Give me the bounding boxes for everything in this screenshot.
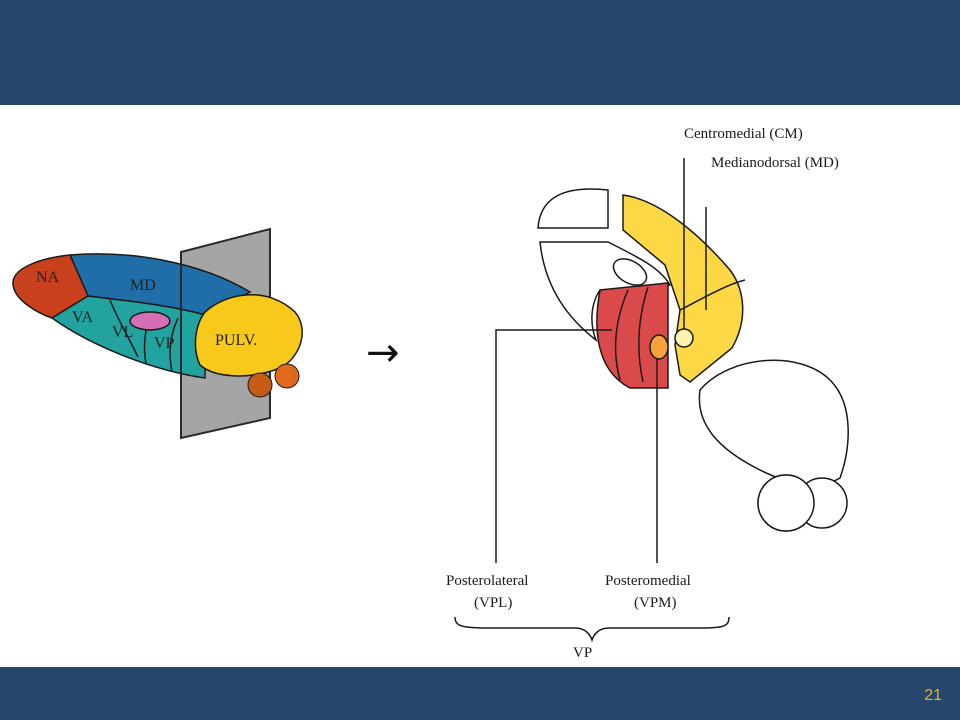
division-va-vl bbox=[109, 299, 139, 358]
division-vp-pulv bbox=[169, 317, 179, 373]
label-vl: VL bbox=[112, 324, 133, 341]
label-posterolateral: Posterolateral bbox=[446, 573, 528, 589]
label-posteromedial: Posteromedial bbox=[605, 573, 691, 589]
label-vpm: (VPM) bbox=[634, 595, 677, 611]
midbrain-outline bbox=[698, 359, 849, 486]
anterior-nucleus-outline bbox=[537, 188, 609, 229]
label-vp: VP bbox=[154, 335, 175, 352]
geniculate-body-lateral bbox=[247, 372, 273, 398]
label-vpl: (VPL) bbox=[474, 595, 512, 611]
footer-bar: 21 bbox=[0, 667, 960, 720]
cm-nucleus bbox=[674, 328, 694, 348]
pink-nucleus bbox=[129, 311, 171, 331]
nucleus-na bbox=[12, 254, 89, 319]
geniculate-body-medial bbox=[274, 363, 300, 389]
vp-region bbox=[596, 282, 669, 389]
thalamus-cross-section bbox=[537, 188, 849, 532]
label-medianodorsal: Medianodorsal (MD) bbox=[711, 155, 839, 171]
colliculus-left-front bbox=[757, 474, 815, 532]
label-va: VA bbox=[72, 309, 93, 326]
label-pulv: PULV. bbox=[215, 332, 257, 349]
label-vp-group: VP bbox=[573, 645, 592, 661]
reticular-oval bbox=[612, 258, 648, 286]
thalamus-3d: NA MD VA VL VP PULV. bbox=[12, 227, 303, 440]
vp-brace bbox=[454, 616, 730, 643]
transition-arrow: → bbox=[366, 330, 400, 376]
vpm-nucleus bbox=[649, 334, 669, 360]
label-centromedial: Centromedial (CM) bbox=[684, 126, 803, 142]
vp-arc-inner bbox=[638, 286, 649, 383]
page-number: 21 bbox=[924, 687, 942, 704]
leader-vpl bbox=[495, 329, 612, 563]
label-na: NA bbox=[36, 269, 60, 286]
vp-arc-outer bbox=[614, 289, 629, 381]
md-inner-boundary bbox=[679, 279, 746, 311]
leader-lines bbox=[454, 158, 730, 643]
title-bar bbox=[0, 0, 960, 105]
thalamus-diagram: NA MD VA VL VP PULV. → bbox=[0, 105, 960, 667]
diagram-svg: NA MD VA VL VP PULV. → bbox=[12, 126, 849, 661]
label-md: MD bbox=[130, 277, 156, 294]
md-region bbox=[622, 194, 744, 383]
